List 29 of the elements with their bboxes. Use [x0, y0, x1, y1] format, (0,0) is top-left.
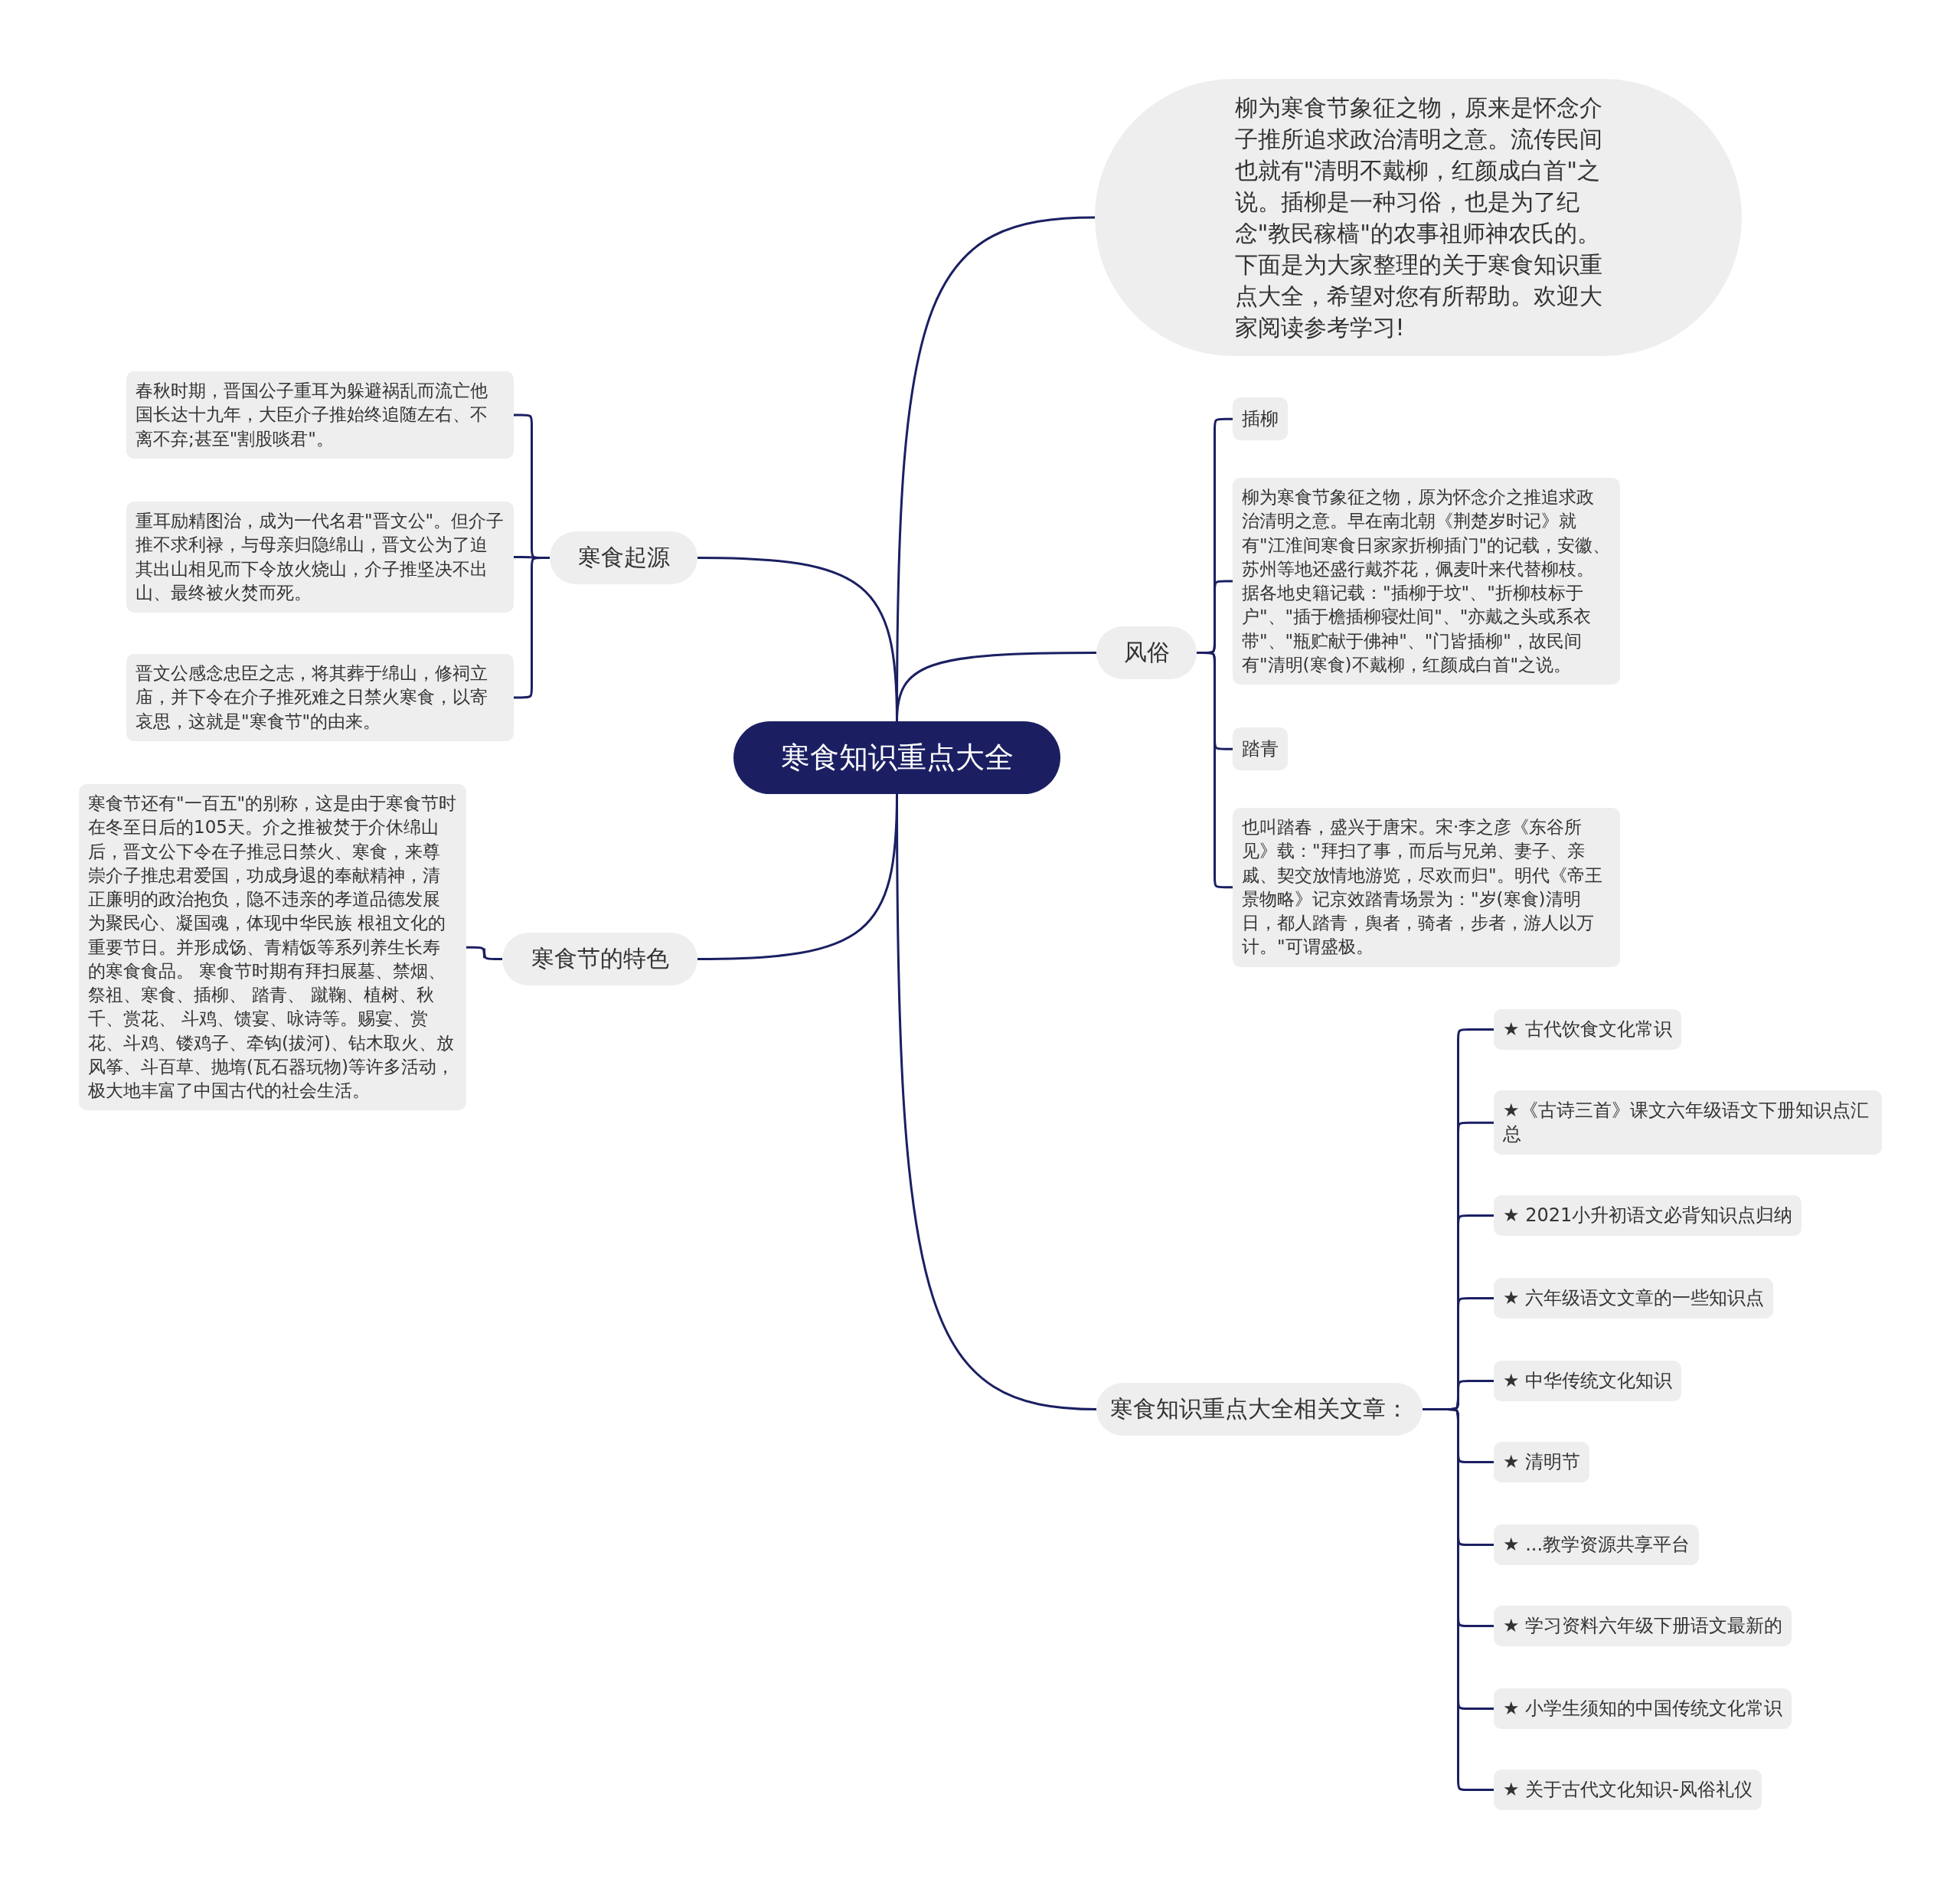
text-card: 寒食节还有"一百五"的别称，这是由于寒食节时在冬至日后的105天。介之推被焚于介休绵山后，晋文公下令在子推忌日禁火、寒食，来尊崇介子推忠君爱国，功成身退的奉献精神，清正廉明的政治抱负，隐不违亲的孝道品德发展为聚民心、凝国魂，体现中华民族 根祖文化的重要节日。并形成饧、青精饭等系列养生长寿的寒食食品。 寒食节时期有拜扫展墓、禁烟、祭祖、寒食、插柳、 踏青、 蹴鞠、植树、秋千、赏花、 斗鸡、馈宴、咏诗等。赐宴、赏花、斗鸡、镂鸡子、牵钩(拔河)、钻木取火、放风筝、斗百草、抛堶(瓦石器玩物)等许多活动，极大地丰富了中国古代的社会生活。: [79, 784, 466, 1111]
connector-line: [514, 557, 550, 699]
connector-line: [896, 652, 1096, 722]
article-link-item: ★ 小学生须知的中国传统文化常识: [1494, 1688, 1792, 1730]
article-link-item: ★ 学习资料六年级下册语文最新的: [1494, 1606, 1792, 1647]
article-link-item: ★ 古代饮食文化常识: [1494, 1009, 1682, 1051]
text-card: 也叫踏春，盛兴于唐宋。宋·李之彦《东谷所见》载："拜扫了事，而后与兄弟、妻子、亲戚、契交放情地游览，尽欢而归"。明代《帝王景物略》记京效踏青场景为："岁(寒食)清明日，都人踏青，舆者，骑者，步者，游人以万计。"可谓盛极。: [1233, 808, 1620, 967]
article-link-item: ★ 中华传统文化知识: [1494, 1361, 1682, 1402]
text-card: 春秋时期，晋国公子重耳为躲避祸乱而流亡他国长达十九年，大臣介子推始终追随左右、不离不弃;甚至"割股啖君"。: [126, 371, 514, 459]
branch-topic: 寒食节的特色: [502, 933, 697, 985]
central-topic: 寒食知识重点大全: [733, 721, 1060, 794]
subtopic-label: 插柳: [1233, 397, 1288, 441]
text-card: 晋文公感念忠臣之志，将其葬于绵山，修祠立庙，并下令在介子推死难之日禁火寒食，以寄哀思，这就是"寒食节"的由来。: [126, 654, 514, 741]
article-link-item: ★ 六年级语文文章的一些知识点: [1494, 1278, 1774, 1319]
article-link-item: ★ 清明节: [1494, 1442, 1590, 1483]
connector-line: [1197, 652, 1233, 889]
connector-line: [896, 794, 1097, 1410]
connector-line: [466, 946, 502, 960]
text-card: 柳为寒食节象征之物，原为怀念介之推追求政治清明之意。早在南北朝《荆楚岁时记》就有"江淮间寒食日家家折柳插门"的记载，安徽、苏州等地还盛行戴芥花，佩麦叶来代替柳枝。据各地史籍记载："插柳于坟"、"折柳枝标于户"、"插于檐插柳寝灶间"、"亦戴之头或系衣带"、"瓶贮献于佛神"、"门皆插柳"，故民间有"清明(寒食)不戴柳，红颜成白首"之说。: [1233, 478, 1620, 685]
article-link-item: ★ 关于古代文化知识-风俗礼仪: [1494, 1770, 1762, 1811]
article-link-item: ★ ...教学资源共享平台: [1494, 1525, 1700, 1566]
branch-topic: 风俗: [1096, 626, 1197, 679]
article-link-item: ★ 2021小升初语文必背知识点归纳: [1494, 1195, 1802, 1237]
text-card: 重耳励精图治，成为一代名君"晋文公"。但介子推不求利禄，与母亲归隐绵山，晋文公为了迫其出山相见而下令放火烧山，介子推坚决不出山、最终被火焚而死。: [126, 502, 514, 613]
intro-bubble: 柳为寒食节象征之物，原来是怀念介子推所追求政治清明之意。流传民间也就有"清明不戴柳，红颜成白首"之说。插柳是一种习俗，也是为了纪念"教民稼樯"的农事祖师神农氏的。下面是为大家整理的关于寒食知识重点大全，希望对您有所帮助。欢迎大家阅读参考学习!: [1095, 79, 1742, 356]
article-link-item: ★《古诗三首》课文六年级语文下册知识点汇总: [1494, 1090, 1882, 1155]
branch-topic: 寒食知识重点大全相关文章：: [1096, 1383, 1423, 1436]
branch-topic: 寒食起源: [550, 531, 697, 584]
subtopic-label: 踏青: [1233, 727, 1288, 771]
